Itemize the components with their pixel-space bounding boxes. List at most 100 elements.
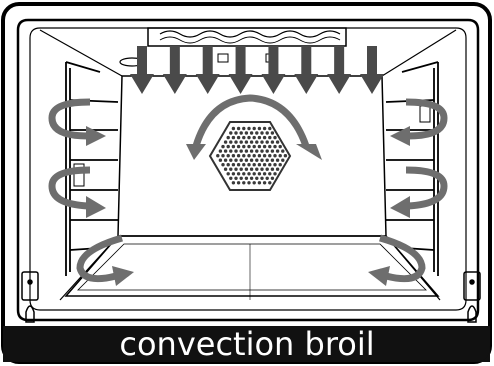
fan-airflow-arc	[192, 94, 310, 148]
fan-hole	[239, 167, 243, 171]
fan-hole	[229, 176, 233, 180]
fan-hole	[249, 176, 254, 180]
fan-hole	[262, 144, 267, 149]
fan-hole	[260, 140, 264, 144]
fan-hole	[229, 167, 233, 171]
fan-hole	[252, 126, 256, 131]
fan-hole	[260, 167, 264, 171]
fan-hole	[262, 172, 267, 176]
fan-hole	[239, 158, 243, 162]
fan-hole	[231, 163, 236, 167]
fan-hole	[244, 176, 249, 180]
fan-hole	[268, 172, 272, 176]
broil-arrow	[327, 46, 352, 94]
caption-band-bottom-rounding	[3, 340, 490, 362]
fan-hole	[226, 135, 230, 140]
fan-hole	[255, 176, 259, 180]
fan-hole	[223, 140, 228, 144]
fan-hole	[247, 154, 251, 158]
fan-hole	[268, 154, 272, 158]
fan-hole	[273, 154, 277, 158]
fan-hole	[252, 163, 256, 167]
fan-hole	[244, 140, 249, 144]
fan-hole	[242, 172, 246, 176]
fan-hole	[252, 154, 256, 158]
fan-hole	[236, 126, 241, 131]
fan-hole	[257, 154, 262, 158]
fan-hole	[242, 154, 246, 158]
fan-hole	[268, 144, 272, 149]
fan-hole	[273, 144, 277, 149]
fan-hole	[262, 154, 267, 158]
mode-caption: convection broil	[119, 325, 374, 363]
fan-hole	[236, 144, 241, 149]
fan-hole	[236, 154, 241, 158]
fan-hole	[242, 163, 246, 167]
fan-hole	[234, 131, 238, 135]
fan-hole	[275, 167, 280, 171]
fan-hole	[234, 167, 238, 171]
fan-airflow-arrow-right	[296, 144, 322, 160]
fan-hole	[226, 154, 230, 158]
fan-hole	[242, 181, 246, 185]
broil-arrow	[360, 46, 384, 94]
fan-hole	[231, 181, 236, 185]
broil-arrow	[162, 46, 187, 94]
fan-hole	[226, 163, 230, 167]
fan-hole	[260, 149, 264, 153]
right-upper-arrowhead	[390, 126, 410, 146]
fan-hole	[270, 149, 275, 153]
fan-hole	[223, 167, 228, 171]
fan-hole	[255, 149, 259, 153]
hinge-right	[463, 271, 481, 323]
fan-hole	[244, 167, 249, 171]
fan-hole	[255, 158, 259, 162]
fan-hole	[262, 163, 267, 167]
fan-hole	[239, 176, 243, 180]
fan-hole	[229, 158, 233, 162]
fan-hole	[244, 131, 249, 135]
fan-hole	[260, 131, 264, 135]
fan-hole	[234, 140, 238, 144]
fan-hole	[268, 135, 272, 140]
fan-hole	[265, 176, 269, 180]
fan-hole	[270, 158, 275, 162]
fan-hole	[242, 126, 246, 131]
fan-hole	[236, 181, 241, 185]
fan-airflow-arrow-left	[186, 144, 206, 160]
fan-hole	[252, 144, 256, 149]
fan-hole	[239, 149, 243, 153]
airflow-arrows	[48, 94, 448, 286]
fan-hole	[229, 131, 233, 135]
fan-hole	[278, 144, 282, 149]
fan-hole	[226, 144, 230, 149]
fan-hole	[257, 135, 262, 140]
fan-hole	[249, 140, 254, 144]
fan-hole	[218, 149, 223, 153]
fan-hole	[257, 181, 262, 185]
fan-hole	[278, 154, 282, 158]
fan-hole	[270, 167, 275, 171]
fan-hole	[223, 149, 228, 153]
fan-hole	[247, 126, 251, 131]
fan-hole	[216, 154, 220, 158]
fan-hole	[249, 167, 254, 171]
broil-arrow	[195, 46, 220, 94]
left-lower-arrowhead	[112, 266, 134, 286]
fan-hole	[265, 158, 269, 162]
fan-hole	[270, 176, 275, 180]
fan-hole	[231, 154, 236, 158]
fan-hole	[223, 158, 228, 162]
broil-arrow	[261, 46, 286, 94]
fan-hole	[255, 140, 259, 144]
fan-hole	[247, 181, 251, 185]
broil-arrow	[130, 46, 154, 94]
fan-hole	[283, 154, 288, 158]
fan-hole	[275, 158, 280, 162]
fan-hole	[231, 144, 236, 149]
fan-hole	[249, 131, 254, 135]
fan-holes	[216, 126, 288, 185]
fan-hole	[281, 158, 285, 162]
fan-hole	[242, 144, 246, 149]
